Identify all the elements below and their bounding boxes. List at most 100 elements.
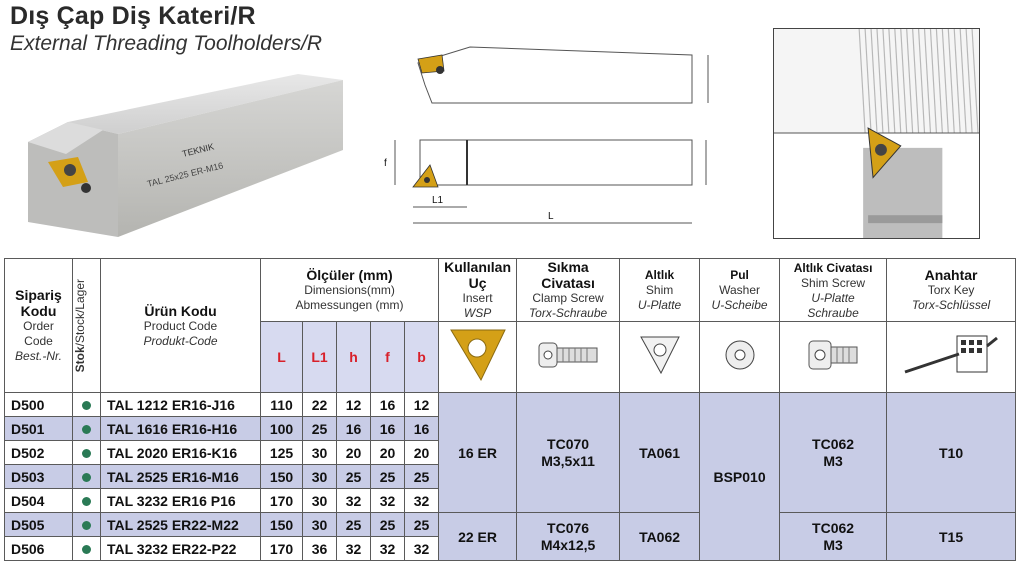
dim-b: 12 [403, 392, 440, 417]
shim-screw-icon [779, 321, 888, 393]
dim-L1: 30 [302, 464, 337, 489]
order-code: D500 [4, 392, 73, 417]
toolholder-photo: TEKNIK TAL 25x25 ER-M16 [28, 74, 343, 237]
dim-h: 16 [336, 416, 371, 441]
thread-detail-photo [773, 28, 980, 239]
dim-L1: 30 [302, 488, 337, 513]
dim-b: 25 [403, 464, 440, 489]
dim-L1: 22 [302, 392, 337, 417]
dim-b: 32 [403, 488, 440, 513]
stock-indicator [72, 464, 101, 489]
product-code: TAL 2525 ER22-M22 [100, 512, 261, 537]
dim-f: 16 [370, 392, 405, 417]
dim-b: 20 [403, 440, 440, 465]
product-code: TAL 1212 ER16-J16 [100, 392, 261, 417]
page-title: Dış Çap Diş Kateri/R [10, 2, 256, 30]
dim-f-label: f [384, 158, 387, 169]
shim-value: TA062 [619, 512, 701, 561]
dimensions-header: Ölçüler (mm)Dimensions(mm)Abmessungen (m… [259, 258, 440, 322]
dim-L: 150 [260, 512, 303, 537]
dim-l-label: L [548, 211, 554, 222]
dim-L1: 30 [302, 512, 337, 537]
dim-header-L1: L1 [302, 321, 337, 393]
dim-L: 170 [260, 536, 303, 561]
washer-icon [699, 321, 781, 393]
dim-l1-label: L1 [432, 195, 444, 206]
in-stock-dot-icon [82, 448, 91, 458]
in-stock-dot-icon [82, 472, 91, 482]
dim-h: 32 [336, 536, 371, 561]
washer-value: BSP010 [699, 392, 781, 561]
table-row: D503 TAL 2525 ER16-M16 150 30 25 25 25 [4, 464, 1016, 489]
stock-indicator [72, 512, 101, 537]
dim-L1: 25 [302, 416, 337, 441]
dim-h: 12 [336, 392, 371, 417]
dim-b: 25 [403, 512, 440, 537]
stock-indicator [72, 416, 101, 441]
product-code: TAL 2020 ER16-K16 [100, 440, 261, 465]
dim-b: 32 [403, 536, 440, 561]
in-stock-dot-icon [82, 496, 91, 506]
dim-L1: 30 [302, 440, 337, 465]
dim-f: 20 [370, 440, 405, 465]
dim-h: 25 [336, 512, 371, 537]
dim-header-h: h [336, 321, 371, 393]
dim-f: 32 [370, 536, 405, 561]
dim-L: 125 [260, 440, 303, 465]
torx-key-value: T10 [886, 392, 1017, 513]
page-subtitle: External Threading Toolholders/R [10, 32, 323, 55]
table-row: D500 TAL 1212 ER16-J16 110 22 12 16 12 1… [4, 392, 1017, 561]
table-row: D501 TAL 1616 ER16-H16 100 25 16 16 16 [4, 416, 1016, 441]
in-stock-dot-icon [82, 520, 91, 530]
table-row: D504 TAL 3232 ER16 P16 170 30 32 32 32 [4, 488, 1016, 513]
in-stock-dot-icon [82, 424, 91, 434]
torx-key-value: T15 [886, 512, 1017, 561]
dim-L: 110 [260, 392, 303, 417]
product-code: TAL 3232 ER22-P22 [100, 536, 261, 561]
dim-header-f: f [370, 321, 405, 393]
stock-indicator [72, 440, 101, 465]
dim-h: 20 [336, 440, 371, 465]
product-code: TAL 3232 ER16 P16 [100, 488, 261, 513]
dim-h: 32 [336, 488, 371, 513]
dim-f: 25 [370, 464, 405, 489]
in-stock-dot-icon [82, 544, 91, 554]
dim-L: 170 [260, 488, 303, 513]
dim-L1: 36 [302, 536, 337, 561]
dimension-drawings: h f b L1 L [384, 46, 709, 224]
dim-h: 25 [336, 464, 371, 489]
dim-header-b: b [403, 321, 440, 393]
order-code: D505 [4, 512, 73, 537]
in-stock-dot-icon [82, 400, 91, 410]
table-row: D506 TAL 3232 ER22-P22 170 36 32 32 32 [4, 536, 1016, 561]
order-code: D502 [4, 440, 73, 465]
dim-L: 100 [260, 416, 303, 441]
dim-f: 16 [370, 416, 405, 441]
insert-value: 22 ER [438, 512, 518, 561]
stock-header: Stok/Stock/Lager [72, 258, 101, 393]
dim-f: 25 [370, 512, 405, 537]
order-code: D504 [4, 488, 73, 513]
shim-icon [619, 321, 701, 393]
dim-f: 32 [370, 488, 405, 513]
dim-L: 150 [260, 464, 303, 489]
torx-key-icon [886, 321, 1017, 393]
product-code: TAL 1616 ER16-H16 [100, 416, 261, 441]
stock-indicator [72, 536, 101, 561]
insert-icon [438, 321, 518, 393]
table-row: D505 TAL 2525 ER22-M22 150 30 25 25 25 2… [4, 512, 1017, 561]
dim-header-L: L [260, 321, 303, 393]
stock-indicator [72, 488, 101, 513]
